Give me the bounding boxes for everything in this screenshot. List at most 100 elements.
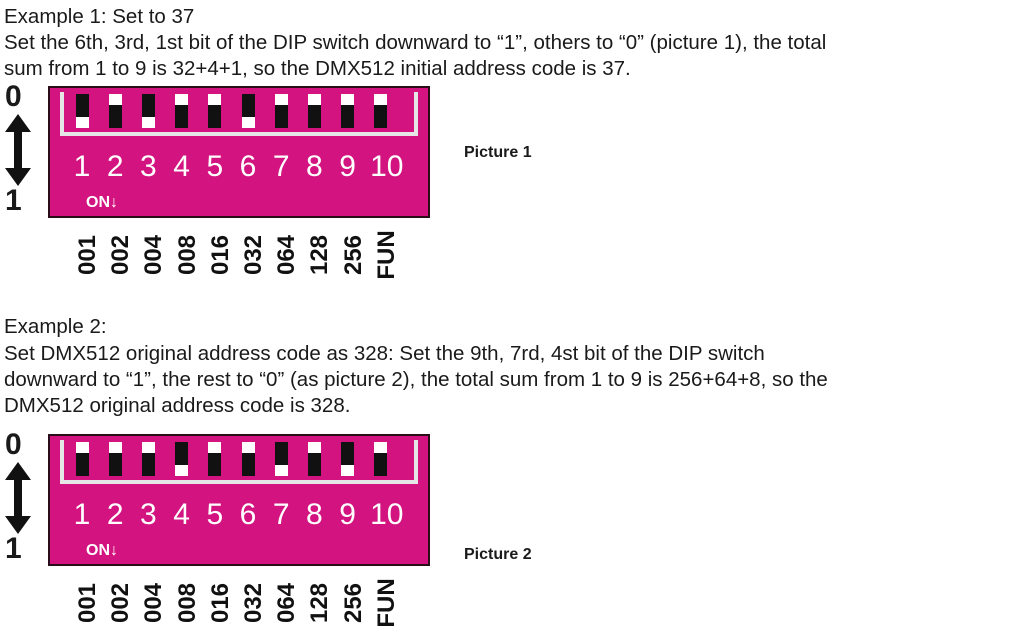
weight-label: 064	[273, 234, 301, 276]
dip-toggle-knob	[208, 442, 222, 453]
dip-toggle-knob	[274, 94, 288, 105]
up-down-arrow-icon	[5, 462, 31, 534]
weight-label: 016	[206, 234, 234, 276]
switch-number: 3	[140, 150, 157, 183]
dip-toggle-knob	[241, 117, 255, 128]
dip-toggle-knob	[108, 94, 122, 105]
weight-label: 032	[240, 234, 267, 276]
dip-toggle-knob	[341, 94, 355, 105]
dip-toggle-knob	[75, 442, 89, 453]
dip-toggle-10	[374, 94, 388, 128]
switch-number: 10	[370, 498, 404, 531]
dip-toggle-7	[274, 442, 288, 476]
label-one: 1	[5, 532, 22, 565]
weight-label: 128	[306, 582, 334, 624]
switch-number: 7	[272, 150, 290, 183]
example2-line1: Set DMX512 original address code as 328:…	[4, 342, 765, 365]
example2-line3: DMX512 original address code is 328.	[4, 394, 351, 417]
dip-toggle-6	[241, 94, 255, 128]
dip-toggle-8	[307, 442, 321, 476]
dip-toggle-9	[341, 94, 355, 128]
dip-toggle-knob	[141, 117, 155, 128]
weight-label: 002	[107, 234, 135, 276]
example1-line2: sum from 1 to 9 is 32+4+1, so the DMX512…	[4, 57, 631, 80]
dip-toggle-9	[341, 442, 355, 476]
label-zero: 0	[5, 80, 22, 113]
dip-toggle-2	[108, 94, 122, 128]
switch-number: 4	[173, 150, 190, 183]
picture-caption: Picture 1	[464, 144, 532, 161]
example1-heading: Example 1: Set to 37	[4, 5, 195, 28]
dip-toggle-3	[141, 94, 155, 128]
weight-label: 032	[240, 582, 267, 624]
label-one: 1	[5, 184, 22, 217]
switch-number: 1	[73, 498, 91, 531]
weight-label: FUN	[372, 578, 400, 628]
switch-number: 6	[239, 498, 257, 531]
weight-label: 016	[206, 582, 234, 624]
dip-toggle-knob	[175, 465, 189, 476]
dip-toggle-knob	[374, 442, 388, 453]
example2-heading: Example 2:	[4, 315, 107, 338]
dip-toggle-knob	[341, 465, 355, 476]
picture-caption: Picture 2	[464, 546, 532, 563]
switch-number: 4	[173, 498, 190, 531]
up-down-arrow-icon	[5, 114, 31, 186]
weight-label: 004	[140, 582, 168, 624]
dip-toggle-6	[241, 442, 255, 476]
dip-toggle-knob	[241, 442, 255, 453]
dip-toggle-5	[208, 94, 222, 128]
switch-number: 8	[306, 498, 323, 531]
direction-indicator: 0 1	[0, 430, 36, 565]
weight-label: 256	[339, 582, 367, 624]
dip-toggle-knob	[307, 94, 321, 105]
switch-number: 9	[339, 150, 356, 183]
dip-toggle-1	[75, 442, 89, 476]
dip-toggle-knob	[175, 94, 189, 105]
weight-label: 064	[273, 582, 301, 624]
dip-toggle-knob	[208, 94, 222, 105]
dip-toggle-4	[175, 94, 189, 128]
weight-label: 004	[140, 234, 168, 276]
switch-well	[60, 92, 418, 136]
dip-toggle-knob	[141, 442, 155, 453]
switch-number: 3	[140, 498, 157, 531]
switch-number: 1	[73, 150, 91, 183]
weight-label: 128	[306, 234, 334, 276]
on-label: ON↓	[86, 194, 118, 211]
switch-number: 10	[370, 150, 404, 183]
dip-toggle-knob	[307, 442, 321, 453]
switch-number: 2	[106, 150, 124, 183]
switch-well	[60, 440, 418, 484]
direction-indicator: 0 1	[0, 82, 36, 217]
dip-toggle-8	[307, 94, 321, 128]
weight-label: 001	[74, 582, 101, 624]
dip-toggle-knob	[274, 465, 288, 476]
example2-line2: downward to “1”, the rest to “0” (as pic…	[4, 368, 828, 391]
weight-label: 002	[107, 582, 135, 624]
dip-toggle-knob	[108, 442, 122, 453]
dip-toggle-2	[108, 442, 122, 476]
dip-toggle-3	[141, 442, 155, 476]
example1-line1: Set the 6th, 3rd, 1st bit of the DIP swi…	[4, 31, 827, 54]
dip-toggle-5	[208, 442, 222, 476]
label-zero: 0	[5, 428, 22, 461]
switch-number: 9	[339, 498, 356, 531]
dip-toggle-7	[274, 94, 288, 128]
switch-number: 5	[206, 150, 224, 183]
dip-toggle-knob	[374, 94, 388, 105]
weight-label: 008	[173, 234, 201, 276]
switch-number: 8	[306, 150, 323, 183]
dip-toggle-4	[175, 442, 189, 476]
dip-toggle-10	[374, 442, 388, 476]
dip-toggle-knob	[75, 117, 89, 128]
switch-number: 5	[206, 498, 224, 531]
weight-label: 001	[74, 234, 101, 276]
